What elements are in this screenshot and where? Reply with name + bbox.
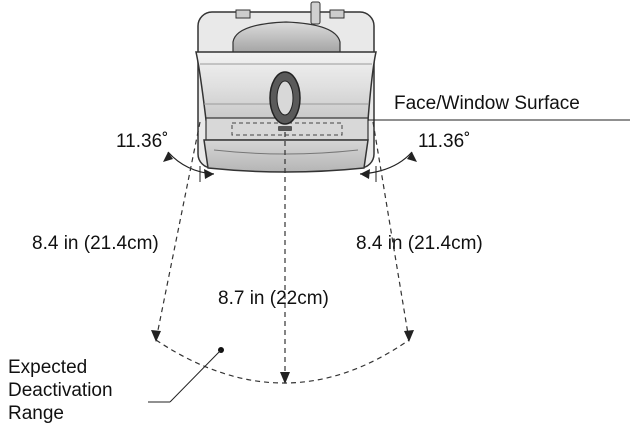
deactivation-range-label-line1: Expected <box>8 357 88 378</box>
deactivation-range-arc <box>155 339 410 384</box>
deactivation-range-label: Expected Deactivation Range <box>8 356 158 425</box>
angle-label-left: 11.36˚ <box>116 131 169 152</box>
angle-arrow-right-down <box>407 152 417 162</box>
angle-indicator-left <box>163 151 215 182</box>
angle-arrow-left-right <box>204 169 214 179</box>
device-antenna-post <box>310 1 321 25</box>
device-center-button-inner <box>276 80 294 116</box>
angle-arrow-right-left <box>360 169 370 179</box>
device-top-tab-right <box>329 9 345 19</box>
face-window-surface-label: Face/Window Surface <box>394 93 580 114</box>
left-range-arrowhead <box>151 330 161 342</box>
device-base-ridge <box>213 149 359 155</box>
right-range-arrowhead <box>404 330 414 342</box>
angle-indicator-right <box>359 151 417 182</box>
device-center-led <box>278 126 292 131</box>
center-range-arrowhead <box>280 372 290 384</box>
device-base <box>203 139 369 173</box>
device-top-tab-left <box>235 9 251 19</box>
deactivation-range-label-line3: Range <box>8 403 64 424</box>
side-distance-label-left: 8.4 in (21.4cm) <box>32 233 159 254</box>
range-lines <box>155 121 410 384</box>
angle-label-right: 11.36˚ <box>418 131 471 152</box>
center-distance-label: 8.7 in (22cm) <box>218 288 329 309</box>
device-window-outline <box>231 122 343 136</box>
deactivation-range-label-line2: Deactivation <box>8 380 113 401</box>
angle-arrow-left-down <box>163 152 173 162</box>
device-illustration <box>195 1 377 173</box>
range-callout-leader <box>169 349 222 403</box>
side-distance-label-right: 8.4 in (21.4cm) <box>356 233 483 254</box>
right-range-line <box>372 121 410 341</box>
left-range-line <box>155 121 201 341</box>
